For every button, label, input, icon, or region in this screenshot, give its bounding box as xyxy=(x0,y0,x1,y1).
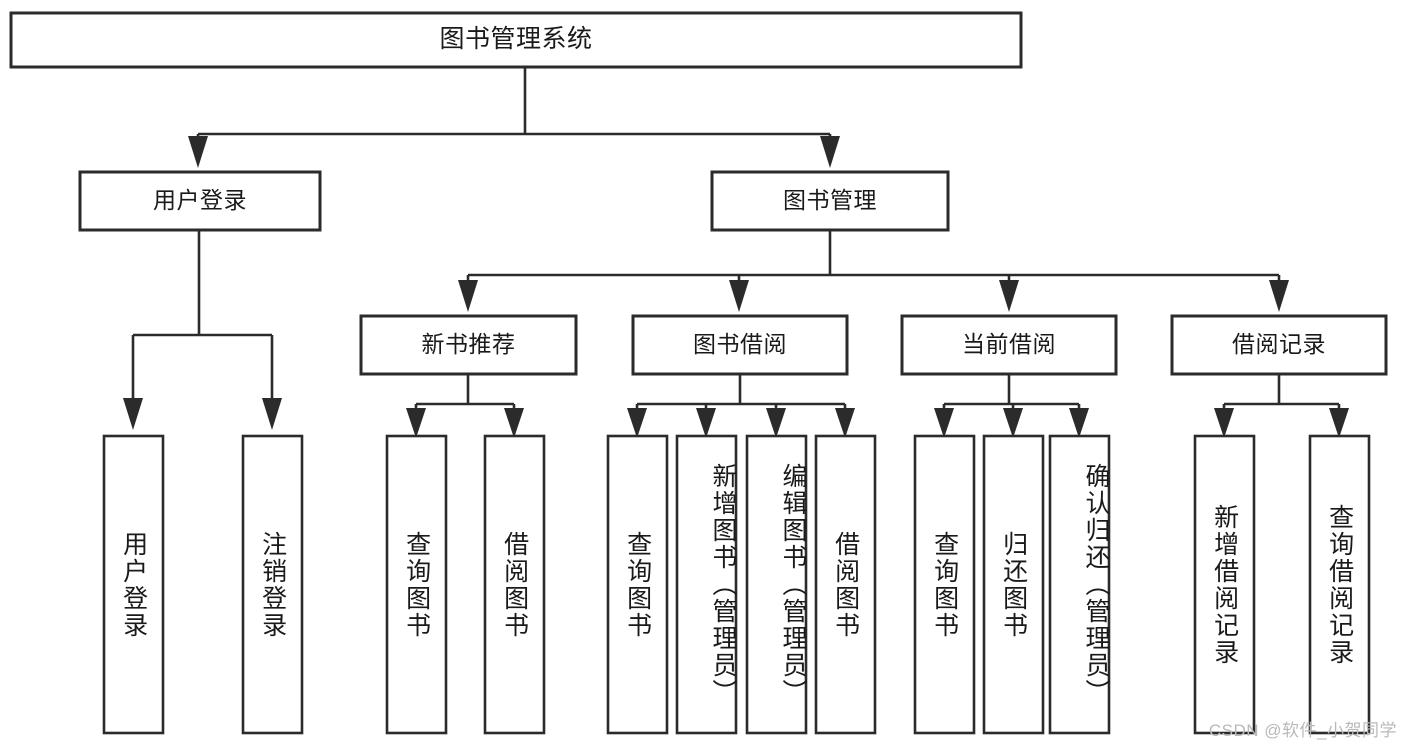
node-rect-leaf-query-book-2[interactable] xyxy=(606,434,669,735)
node-rect-book-management[interactable] xyxy=(710,170,950,232)
arrowhead-root-to-mgmt xyxy=(820,136,840,168)
node-label-root: 图书管理系统 xyxy=(439,25,593,54)
node-label-leaf-add-record: 新增借阅记录 xyxy=(1210,503,1239,666)
arrowhead-borrowrecord-leaf-1 xyxy=(1214,408,1234,438)
node-rect-user-login[interactable] xyxy=(78,170,322,232)
node-label-new-book-recommend: 新书推荐 xyxy=(421,331,516,358)
arrowhead-bookborrow-leaf-3 xyxy=(766,408,786,438)
node-rect-leaf-borrow-book-2[interactable] xyxy=(814,434,877,735)
node-rect-leaf-confirm-return[interactable] xyxy=(1048,434,1111,735)
node-rect-leaf-query-book-1[interactable] xyxy=(385,434,448,735)
node-label-current-borrow: 当前借阅 xyxy=(962,331,1056,358)
arrowhead-currentborrow-leaf-1 xyxy=(934,408,954,438)
node-rect-leaf-add-book[interactable] xyxy=(675,434,738,735)
arrowhead-bookborrow-leaf-4 xyxy=(835,408,855,438)
node-label-leaf-borrow-book-1: 借阅图书 xyxy=(500,530,529,639)
arrowhead-currentborrow-leaf-2 xyxy=(1003,408,1023,438)
arrowhead-mgmt-child-2 xyxy=(729,280,749,312)
node-label-leaf-user-login: 用户登录 xyxy=(119,530,148,639)
arrowhead-login-leaf-1 xyxy=(123,398,143,430)
arrowhead-mgmt-child-4 xyxy=(1269,280,1289,312)
node-label-leaf-add-book: 新增图书（管理员） xyxy=(709,463,737,706)
node-rect-leaf-query-record[interactable] xyxy=(1308,434,1371,735)
node-rect-new-book-recommend[interactable] xyxy=(359,314,578,376)
node-rect-leaf-query-book-3[interactable] xyxy=(913,434,976,735)
arrowhead-login-leaf-2 xyxy=(262,398,282,430)
node-label-book-management: 图书管理 xyxy=(783,187,877,214)
arrowhead-borrowrecord-leaf-2 xyxy=(1329,408,1349,438)
node-label-book-borrow: 图书借阅 xyxy=(693,331,787,358)
node-rect-leaf-return-book[interactable] xyxy=(982,434,1045,735)
node-label-leaf-return-book: 归还图书 xyxy=(999,530,1028,639)
arrowhead-newbook-leaf-1 xyxy=(406,408,426,438)
node-rect-current-borrow[interactable] xyxy=(900,314,1118,376)
node-rect-leaf-edit-book[interactable] xyxy=(745,434,808,735)
node-label-leaf-logout: 注销登录 xyxy=(258,530,287,639)
node-rect-leaf-borrow-book-1[interactable] xyxy=(483,434,546,735)
arrowhead-root-to-login xyxy=(188,136,208,168)
arrowhead-bookborrow-leaf-2 xyxy=(696,408,716,438)
node-label-leaf-query-book-1: 查询图书 xyxy=(402,530,431,639)
node-label-leaf-query-record: 查询借阅记录 xyxy=(1325,503,1354,666)
node-rect-leaf-add-record[interactable] xyxy=(1193,434,1256,735)
arrowhead-mgmt-child-3 xyxy=(999,280,1019,312)
arrowhead-currentborrow-leaf-3 xyxy=(1069,408,1089,438)
arrowhead-newbook-leaf-2 xyxy=(504,408,524,438)
node-label-leaf-borrow-book-2: 借阅图书 xyxy=(831,530,860,639)
arrowhead-bookborrow-leaf-1 xyxy=(627,408,647,438)
node-label-user-login: 用户登录 xyxy=(153,187,247,214)
watermark-text: CSDN @软件_小贺同学 xyxy=(1208,721,1397,740)
arrowhead-mgmt-child-1 xyxy=(458,280,478,312)
node-label-leaf-query-book-3: 查询图书 xyxy=(930,530,959,639)
node-rect-leaf-logout[interactable] xyxy=(241,434,304,735)
node-rect-leaf-user-login[interactable] xyxy=(102,434,165,735)
node-label-leaf-confirm-return: 确认归还（管理员） xyxy=(1082,463,1110,706)
node-label-leaf-query-book-2: 查询图书 xyxy=(623,530,652,639)
node-label-leaf-edit-book: 编辑图书（管理员） xyxy=(779,463,807,706)
node-rect-root[interactable] xyxy=(9,11,1023,69)
node-label-borrow-record: 借阅记录 xyxy=(1232,331,1326,358)
node-rect-book-borrow[interactable] xyxy=(631,314,849,376)
